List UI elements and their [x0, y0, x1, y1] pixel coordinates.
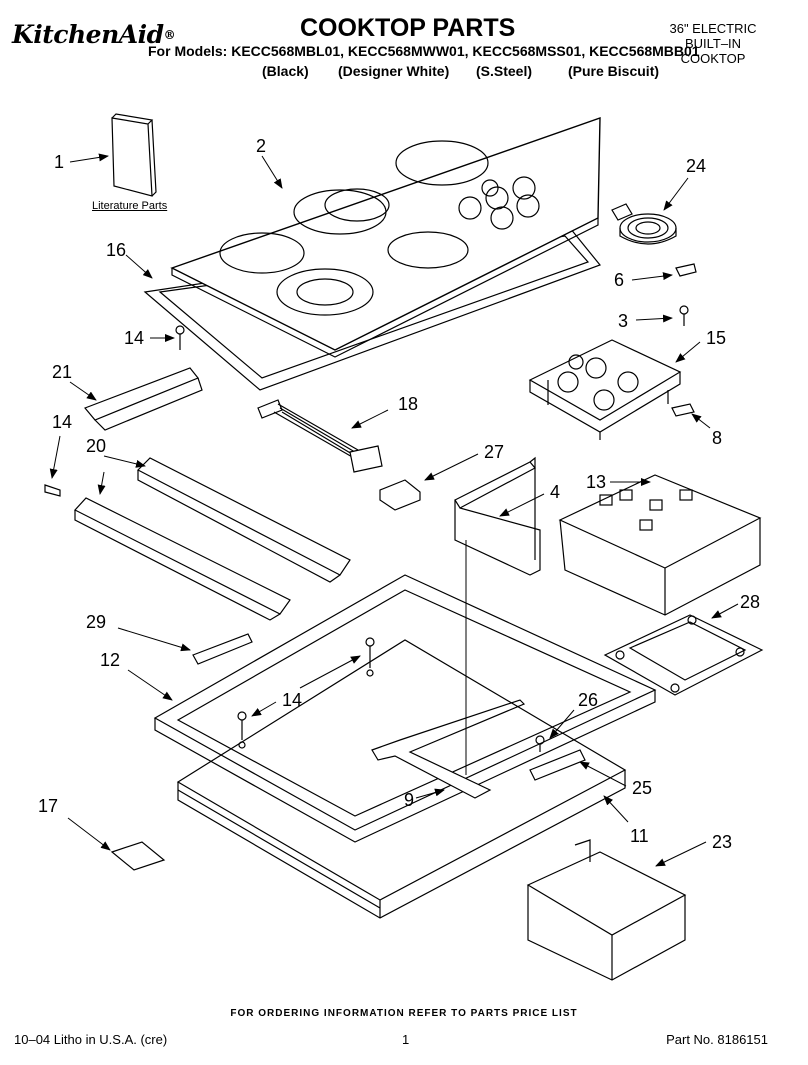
screw-part — [237, 711, 247, 740]
callout-number: 11 — [630, 826, 649, 846]
callout-number: 14 — [52, 412, 73, 432]
screw-part — [44, 484, 61, 497]
wire-harness — [257, 399, 383, 473]
mounting-plate — [603, 614, 764, 696]
variant-black: (Black) — [262, 63, 309, 79]
part-number: Part No. 8186151 — [666, 1032, 768, 1047]
glass-cooktop — [170, 117, 601, 358]
product-type-line: COOKTOP — [680, 51, 746, 66]
literature-parts-label: Literature Parts — [92, 200, 168, 212]
callout-number: 21 — [52, 362, 73, 382]
electronic-control-box — [558, 474, 762, 616]
callout-number: 27 — [484, 442, 505, 462]
insulation-pad — [371, 699, 526, 799]
brand-registered-mark: ® — [163, 28, 176, 42]
brand-name: KitchenAid — [12, 20, 164, 49]
product-type-box: 36" ELECTRIC BUILT–IN COOKTOP — [658, 21, 768, 66]
base-pan — [176, 639, 627, 919]
callout-number: 2 — [256, 136, 267, 156]
product-type-line: BUILT–IN — [684, 36, 742, 51]
callout-number: 20 — [86, 436, 107, 456]
heat-shield — [454, 456, 541, 576]
small-bracket — [379, 479, 421, 511]
small-plate — [110, 841, 166, 871]
clip-part — [675, 263, 697, 277]
callout-number: 1 — [54, 152, 65, 172]
element-switch-assembly — [528, 339, 682, 440]
support-rail — [136, 457, 351, 583]
callout-number: 18 — [398, 394, 419, 414]
callout-number: 25 — [632, 778, 653, 798]
callout-number: 4 — [550, 482, 561, 502]
page-title: COOKTOP PARTS — [300, 14, 516, 42]
terminal-block — [529, 749, 586, 781]
insulator-part — [671, 403, 695, 417]
terminal-strip — [192, 633, 253, 665]
callout-number: 3 — [618, 311, 629, 331]
callout-number: 29 — [86, 612, 107, 632]
callout-number: 16 — [106, 240, 127, 260]
callout-number: 12 — [100, 650, 121, 670]
callout-number: 15 — [706, 328, 727, 348]
junction-box — [526, 839, 687, 981]
callout-number: 9 — [404, 790, 415, 810]
callout-number: 28 — [740, 592, 761, 612]
cooktop-frame — [153, 574, 657, 843]
variant-designer-white: (Designer White) — [338, 63, 450, 79]
variant-pure-biscuit: (Pure Biscuit) — [568, 63, 660, 79]
callout-number: 6 — [614, 270, 625, 290]
radiant-element — [611, 203, 677, 245]
callout-number: 24 — [686, 156, 707, 176]
screw-part — [679, 305, 689, 326]
mounting-bracket — [84, 367, 203, 431]
callout-number: 14 — [124, 328, 145, 348]
brand-logo: KitchenAid® — [12, 20, 176, 49]
screw-part — [365, 637, 375, 668]
litho-info: 10–04 Litho in U.S.A. (cre) — [14, 1032, 168, 1047]
callout-number: 23 — [712, 832, 733, 852]
screw-part — [175, 325, 185, 350]
models-line: For Models: KECC568MBL01, KECC568MWW01, … — [148, 43, 700, 59]
screw-part — [535, 735, 545, 752]
literature-booklet — [111, 113, 157, 197]
product-type-line: 36" ELECTRIC — [669, 21, 757, 36]
leader-lines — [49, 153, 739, 867]
variant-stainless: (S.Steel) — [476, 63, 533, 79]
callout-number: 17 — [38, 796, 59, 816]
callout-number: 26 — [578, 690, 599, 710]
callout-number: 8 — [712, 428, 723, 448]
support-rail — [74, 497, 291, 621]
page-number: 1 — [402, 1032, 410, 1047]
callout-number: 13 — [586, 472, 607, 492]
callout-number: 14 — [282, 690, 303, 710]
ordering-note: FOR ORDERING INFORMATION REFER TO PARTS … — [230, 1008, 578, 1019]
